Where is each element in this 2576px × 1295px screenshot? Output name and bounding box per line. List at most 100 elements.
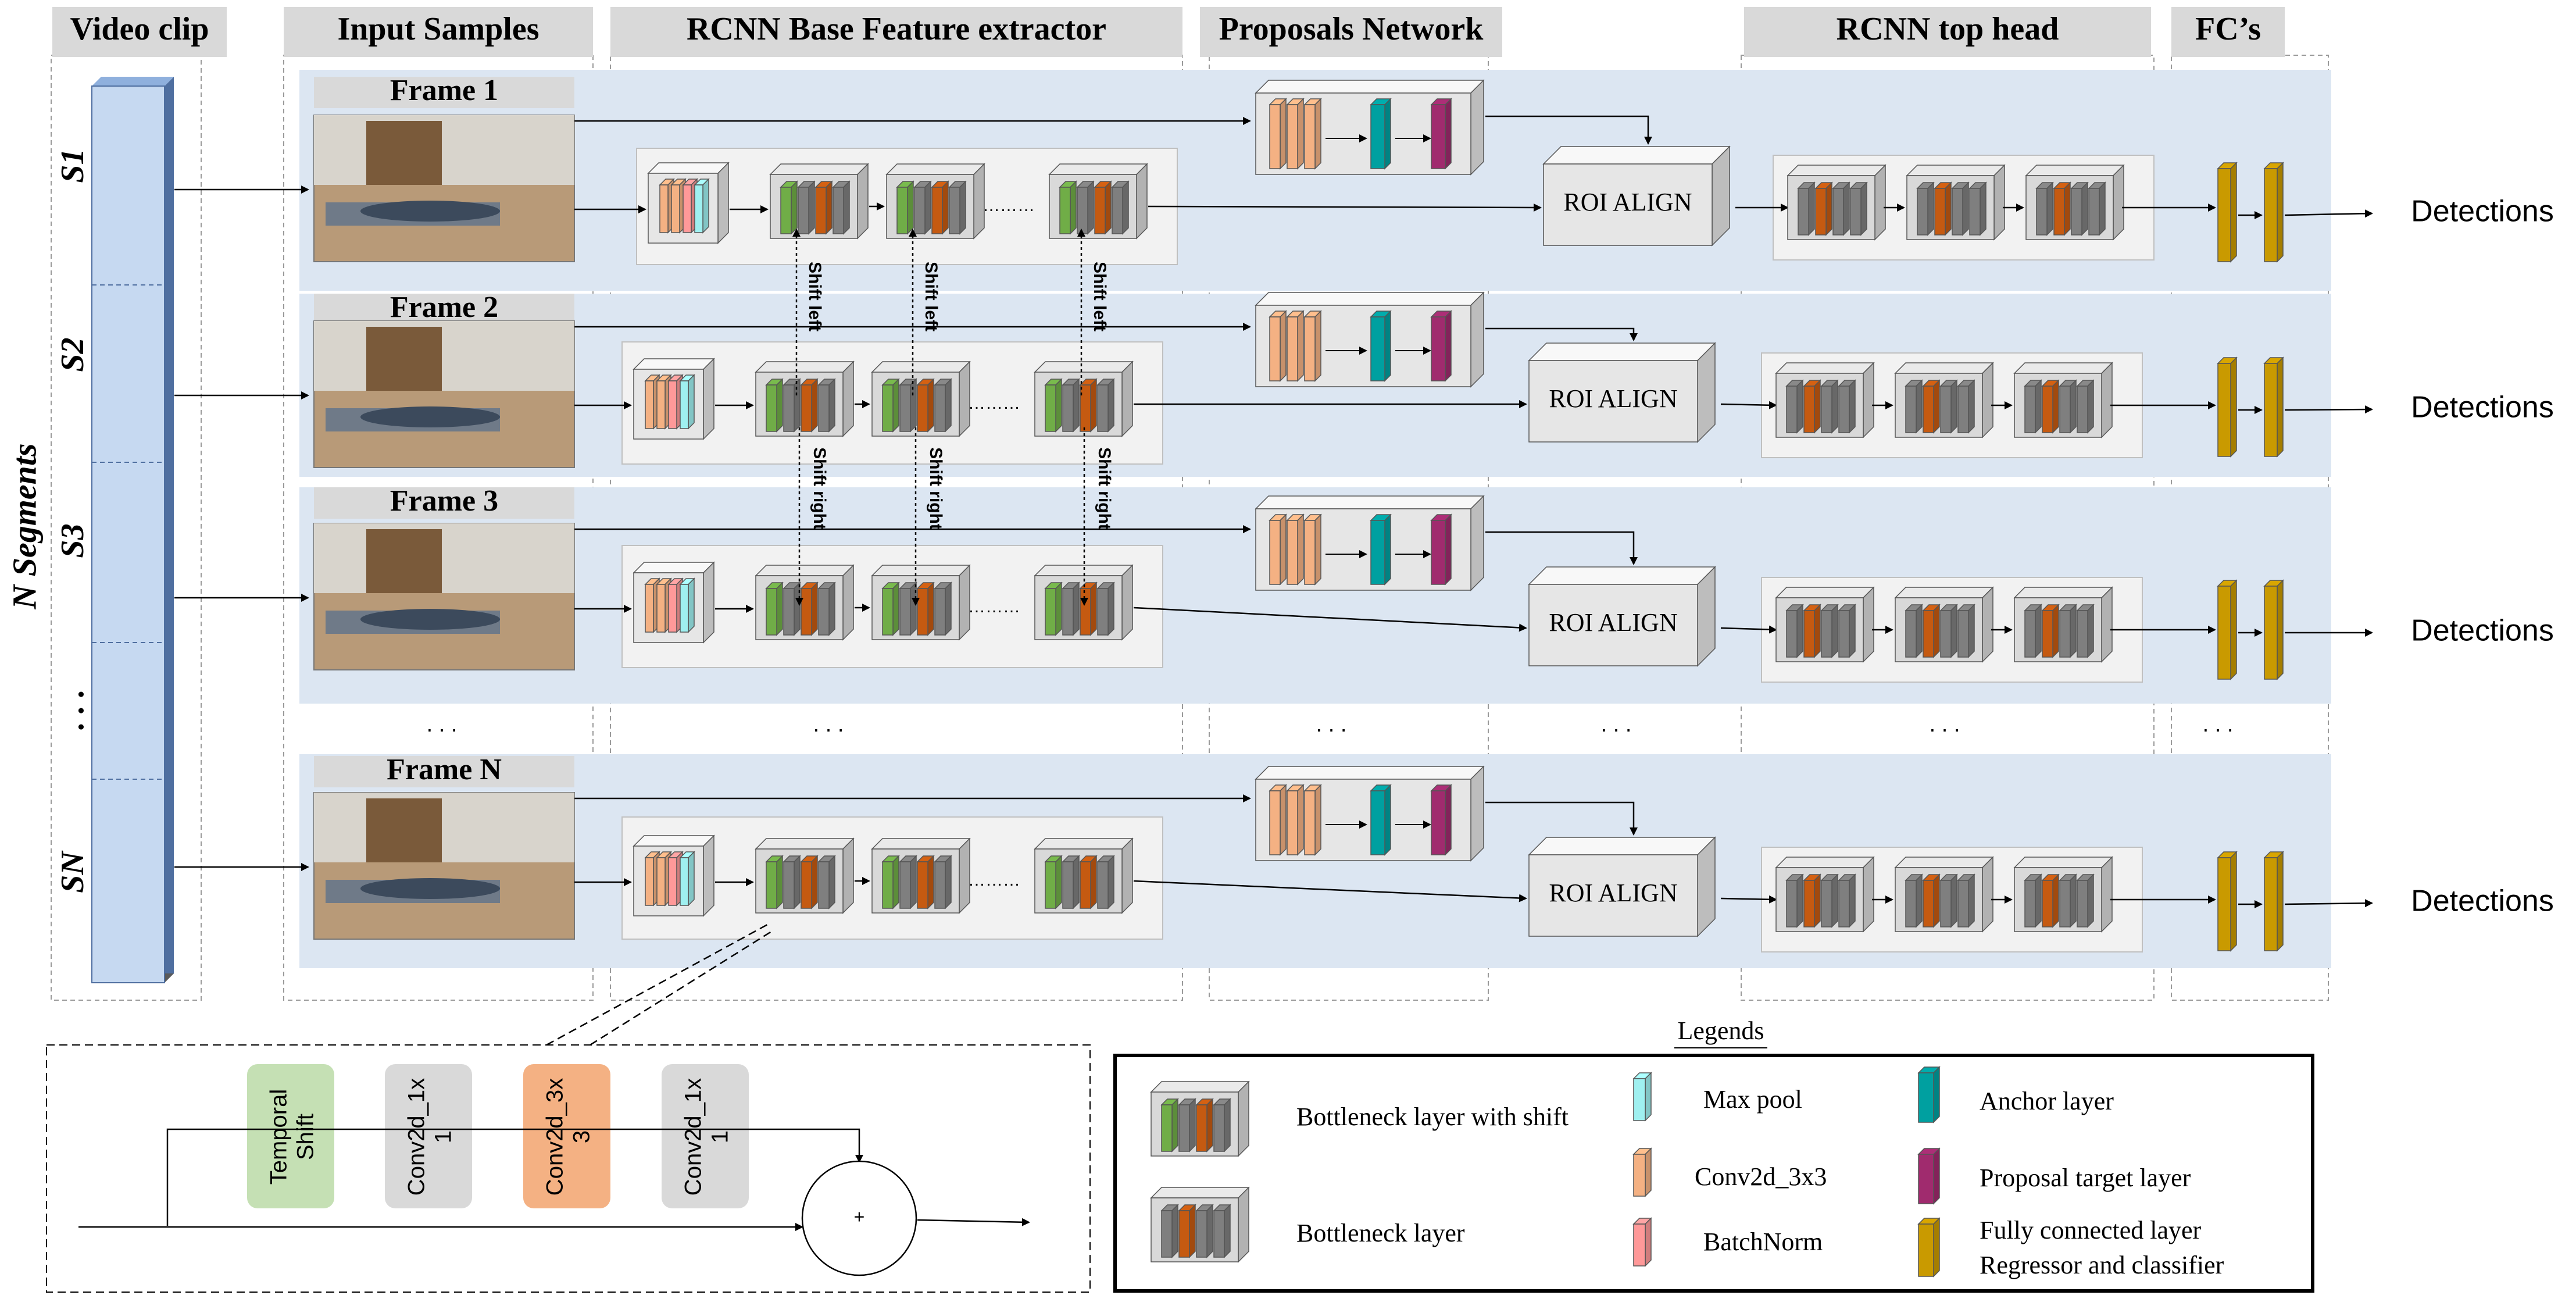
- conv1x1-box-a-label-2: 1: [431, 1130, 456, 1143]
- shift-right-label-1: Shift right: [926, 447, 945, 530]
- conv1x1-box-a: [385, 1064, 472, 1208]
- shift-bottleneck-3-1: [871, 837, 971, 914]
- detections-label-1: Detections: [2411, 391, 2554, 424]
- temporal-shift-box: [247, 1064, 334, 1208]
- segment-label-4: SN: [55, 850, 91, 893]
- proposal-to-roi-arrow-1: [1485, 327, 1638, 341]
- residual-path: [166, 1128, 863, 1226]
- legend-fc-icon: [1917, 1217, 1941, 1278]
- frame-label-bg-0: [314, 77, 574, 108]
- legend-conv-icon: [1632, 1147, 1652, 1197]
- proposal-to-roi-arrow-2: [1485, 531, 1638, 565]
- frame-label-3: Frame N: [387, 753, 502, 786]
- detail-frame: [46, 1044, 1091, 1293]
- top-bottleneck-0-2: [2025, 164, 2125, 241]
- fc-layer-b-1: [2263, 356, 2284, 458]
- frame-label-bg-1: [314, 294, 574, 325]
- row-0: ROI ALIGN: [174, 77, 2373, 265]
- fc-layer-a-2: [2217, 579, 2238, 680]
- roi-align-1: ROI ALIGN: [1528, 342, 1716, 443]
- fc-to-detections-arrow-3: [2284, 899, 2373, 908]
- detail-callout-line-a: [546, 923, 768, 1046]
- shift-bottleneck-2-1: [871, 564, 971, 641]
- bn-dots-3: ………: [968, 871, 1020, 890]
- conv1x1-box-b-label: Conv2d_1x: [681, 1078, 706, 1196]
- legend-title: Legends: [1677, 1016, 1764, 1045]
- ellipsis-0: . . .: [427, 712, 458, 737]
- top-bottleneck-2-1: [1894, 586, 1994, 663]
- roi-align-label: ROI ALIGN: [1563, 188, 1692, 216]
- column-header-4: [1744, 7, 2151, 57]
- ellipsis-3: . . .: [1601, 712, 1632, 737]
- top-bottleneck-0-0: [1787, 164, 1887, 241]
- shift-bottleneck-3-2: [1034, 837, 1134, 914]
- legend-item-anchor: Anchor layer: [1980, 1087, 2114, 1115]
- shift-right-label-2: Shift right: [1095, 447, 1114, 530]
- legend-item-conv: Conv2d_3x3: [1695, 1162, 1827, 1191]
- column-header-5: [2171, 7, 2285, 57]
- legend-proposal-target-icon: [1917, 1147, 1941, 1205]
- stem-block-1: [633, 358, 715, 440]
- roi-align-label: ROI ALIGN: [1549, 879, 1677, 907]
- shift-bottleneck-2-2: [1034, 564, 1134, 641]
- features-to-roi-arrow-2: [1133, 607, 1527, 632]
- shift-bottleneck-0-1: [885, 163, 985, 240]
- frame-label-bg-3: [314, 756, 574, 787]
- shift-left-label-0: Shift left: [805, 262, 824, 331]
- stem-block-2: [633, 561, 715, 644]
- segments-axis-label: N Segments: [5, 443, 43, 609]
- column-header-3: [1200, 7, 1502, 57]
- legend: [1113, 1054, 2314, 1293]
- conv1x1-box-b-label-2: 1: [708, 1130, 733, 1143]
- roi-to-head-arrow-2: [1720, 625, 1777, 634]
- shift-bottleneck-1-1: [871, 361, 971, 437]
- shift-bottleneck-3-0: [755, 837, 855, 914]
- ellipsis-1: . . .: [813, 712, 844, 737]
- proposal-block-3: [1255, 765, 1485, 862]
- legend-shift-bottleneck-icon: [1150, 1080, 1250, 1157]
- proposal-block-2: [1255, 495, 1485, 591]
- conv3x3-box: [523, 1064, 610, 1208]
- proposal-to-roi-arrow-3: [1485, 801, 1638, 836]
- top-bottleneck-3-0: [1775, 856, 1875, 933]
- stem-block-0: [647, 162, 730, 244]
- detections-label-0: Detections: [2411, 195, 2554, 229]
- roi-align-label: ROI ALIGN: [1549, 608, 1677, 637]
- column-header-2: [610, 7, 1182, 57]
- sum-node: [801, 1160, 917, 1276]
- frame-label-2: Frame 3: [390, 484, 498, 518]
- roi-align-3: ROI ALIGN: [1528, 836, 1716, 937]
- detail-output-arrow: [917, 1218, 1030, 1226]
- shift-bottleneck-1-0: [755, 361, 855, 437]
- legend-item-maxpool: Max pool: [1703, 1085, 1802, 1114]
- shift-right-label-0: Shift right: [810, 447, 829, 530]
- top-bottleneck-1-1: [1894, 362, 1994, 438]
- fc-layer-a-1: [2217, 356, 2238, 458]
- column-header-label-1: Input Samples: [337, 11, 539, 47]
- legend-item-batchnorm: BatchNorm: [1703, 1228, 1823, 1256]
- top-bottleneck-2-2: [2013, 586, 2113, 663]
- features-to-roi-arrow-0: [1148, 203, 1542, 212]
- detections-label-2: Detections: [2411, 614, 2554, 648]
- column-header-label-3: Proposals Network: [1219, 11, 1484, 47]
- fc-layer-b-0: [2263, 162, 2284, 263]
- ellipsis-2: . . .: [1316, 712, 1347, 737]
- column-header-label-0: Video clip: [70, 11, 209, 47]
- frame-image-2: [313, 523, 575, 670]
- column-header-label-5: FC’s: [2195, 11, 2261, 47]
- legend-item-proposal-target: Proposal target layer: [1980, 1164, 2191, 1192]
- row-3: ROI ALIGN: [174, 756, 2373, 952]
- legend-item-shift-bottleneck: Bottleneck layer with shift: [1296, 1103, 1569, 1131]
- bn-dots-2: ………: [968, 597, 1020, 616]
- legend-item-bottleneck: Bottleneck layer: [1296, 1219, 1465, 1247]
- row-2: ROI ALIGN: [174, 487, 2373, 683]
- proposal-to-roi-arrow-0: [1485, 115, 1652, 145]
- frame-image-1: [313, 320, 575, 468]
- column-header-label-4: RCNN top head: [1837, 11, 2059, 47]
- conv1x1-box-a-label: Conv2d_1x: [404, 1078, 430, 1196]
- fc-to-detections-arrow-1: [2284, 405, 2373, 414]
- detections-label-3: Detections: [2411, 884, 2554, 918]
- segment-label-2: S3: [55, 523, 91, 558]
